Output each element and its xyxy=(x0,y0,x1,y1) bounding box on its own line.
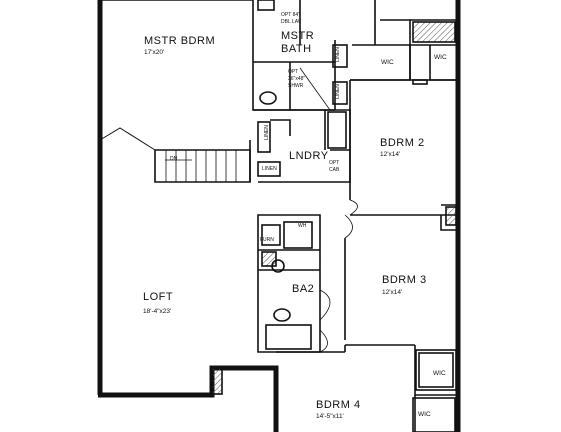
room-label-bath-2: BA2 xyxy=(292,283,315,295)
room-label-loft: LOFT xyxy=(143,291,174,303)
bedroom-2-walls xyxy=(349,79,458,216)
room-label-master-bath-2: BATH xyxy=(281,43,312,55)
master-bedroom-wall xyxy=(100,0,258,182)
stair xyxy=(154,149,251,183)
wic-lower xyxy=(412,397,456,432)
label-linen-3: LINEN xyxy=(334,47,341,62)
label-linen-4: LINEN xyxy=(334,84,341,99)
room-label-wic-4: WIC xyxy=(433,370,446,377)
room-label-bedroom-2: BDRM 2 xyxy=(380,137,425,149)
room-label-wic-2: WIC xyxy=(434,54,447,61)
linen-cabinet-4 xyxy=(257,161,281,177)
label-stair-down: DN xyxy=(170,156,178,162)
label-water-heater: WH xyxy=(298,223,307,229)
note-opt-cab-1: OPT xyxy=(329,160,340,166)
bathtub xyxy=(265,324,312,350)
room-label-bedroom-4: BDRM 4 xyxy=(316,399,361,411)
bedroom-3-walls xyxy=(344,204,458,396)
bedroom-4-walls xyxy=(276,345,416,432)
note-opt-shwr-2: 36"x48" xyxy=(288,76,306,82)
note-opt-dbl-lav-2: DBL LAV xyxy=(281,19,302,25)
room-label-master-bath-1: MSTR xyxy=(281,30,315,42)
room-size-loft: 18'-4"x23' xyxy=(143,308,172,315)
label-linen-2: LINEN xyxy=(262,166,277,172)
room-label-wic-3: WIC xyxy=(418,411,431,418)
room-label-laundry: LNDRY xyxy=(289,150,329,162)
linen-cabinet-2 xyxy=(332,81,348,105)
note-opt-shwr-3: SHWR xyxy=(288,83,304,89)
linen-cabinet-3 xyxy=(257,121,271,153)
note-opt-dbl-lav-1: OPT 84" xyxy=(281,12,300,18)
master-bath-walls xyxy=(253,40,336,111)
room-size-bedroom-3: 12'x14' xyxy=(382,289,403,296)
note-opt-shwr-1: OPT xyxy=(288,69,299,75)
room-size-bedroom-4: 14'-5"x11' xyxy=(316,413,344,420)
room-label-bedroom-3: BDRM 3 xyxy=(382,274,427,286)
room-size-master-bedroom: 17'x20' xyxy=(144,49,165,56)
linen-cabinet-1 xyxy=(332,44,348,68)
wic-walls xyxy=(352,19,458,81)
label-furnace: FURN xyxy=(260,237,274,243)
exterior-wall-bottom xyxy=(98,365,279,432)
room-size-bedroom-2: 12'x14' xyxy=(380,151,401,158)
room-label-wic-1: WIC xyxy=(381,59,394,66)
note-opt-cab-2: CAB xyxy=(329,167,340,173)
label-linen-1: LINEN xyxy=(263,125,270,140)
room-label-master-bedroom: MSTR BDRM xyxy=(144,35,216,47)
